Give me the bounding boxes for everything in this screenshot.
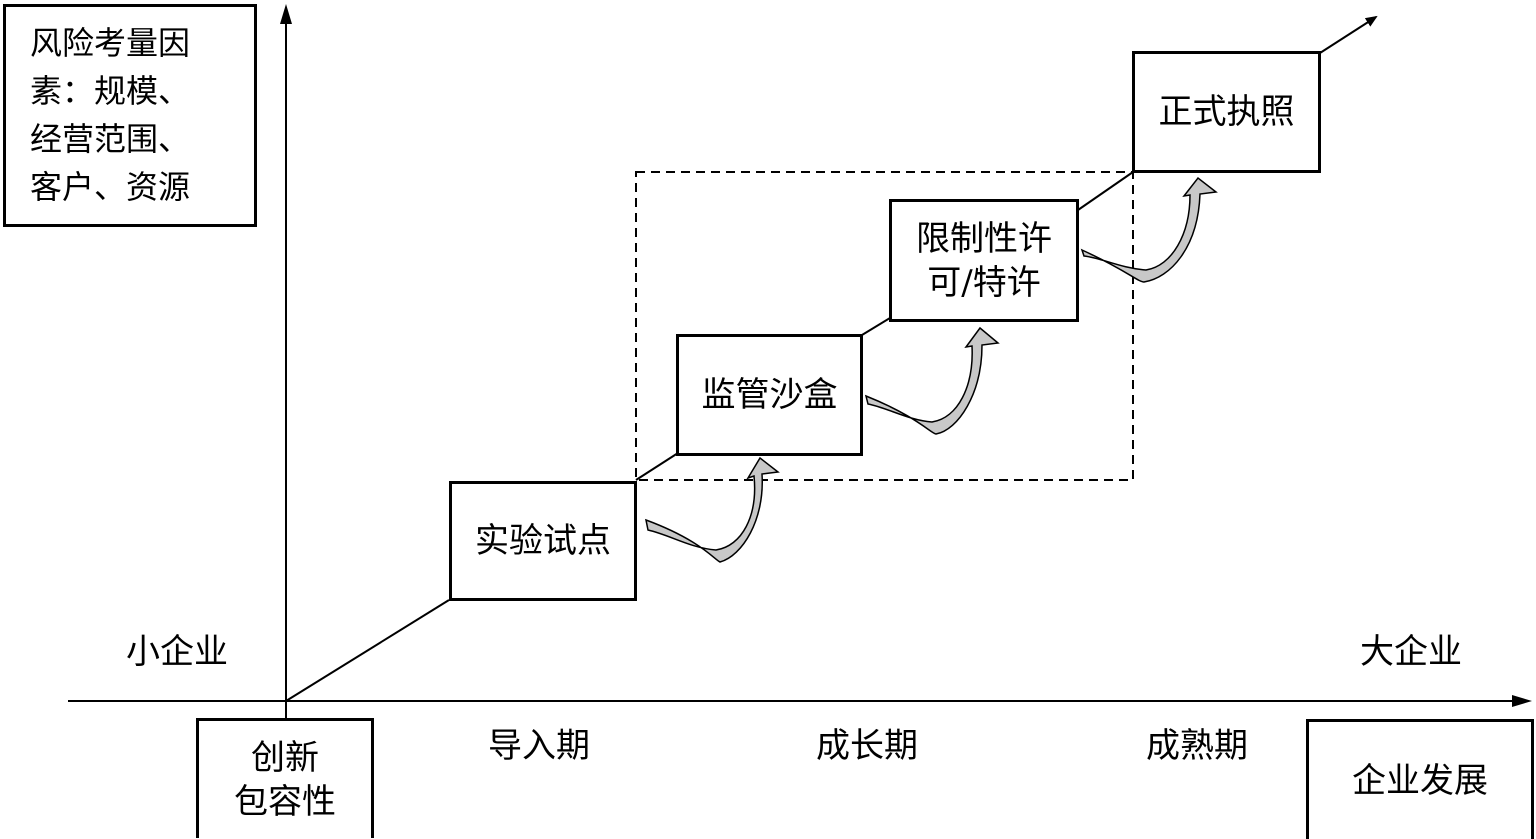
step-formal-license-text: 正式执照	[1158, 92, 1295, 132]
enterprise-development-text: 企业发展	[1352, 760, 1488, 801]
risk-factors-text: 风险考量因 素：规模、 经营范围、 客户、资源	[30, 24, 191, 206]
growth-line-arrow	[1319, 15, 1378, 54]
transition-arrow-sandbox-to-limited	[864, 326, 1000, 435]
sandbox-dashed-region	[635, 171, 1134, 481]
growth-line-segment	[1077, 171, 1134, 211]
growth-line-segment	[635, 452, 679, 481]
growth-line-segment	[285, 599, 450, 702]
growth-line-segment	[861, 317, 891, 336]
enterprise-development-box: 企业发展	[1306, 719, 1534, 839]
step-pilot-text: 实验试点	[475, 521, 611, 561]
y-axis-arrowhead	[280, 4, 292, 24]
innovation-tolerance-box: 创新 包容性	[196, 718, 374, 838]
innovation-tolerance-text: 创新 包容性	[234, 737, 336, 822]
step-pilot-box: 实验试点	[449, 481, 637, 601]
small-enterprise-label: 小企业	[126, 632, 228, 672]
step-sandbox-box: 监管沙盒	[676, 334, 863, 456]
large-enterprise-label: 大企业	[1360, 632, 1462, 672]
stage-label-maturity: 成熟期	[1146, 726, 1248, 766]
step-limited-license-box: 限制性许 可/特许	[889, 199, 1079, 322]
stage-label-growth: 成长期	[816, 726, 918, 766]
step-sandbox-text: 监管沙盒	[701, 375, 838, 415]
transition-arrow-pilot-to-sandbox	[645, 456, 780, 563]
risk-factors-box: 风险考量因 素：规模、 经营范围、 客户、资源	[3, 4, 257, 227]
step-formal-license-box: 正式执照	[1132, 51, 1321, 173]
transition-arrow-limited-to-formal	[1080, 176, 1218, 283]
step-limited-license-text: 限制性许 可/特许	[916, 218, 1052, 303]
x-axis-arrowhead	[1512, 695, 1532, 707]
stage-label-introduction: 导入期	[488, 726, 590, 766]
